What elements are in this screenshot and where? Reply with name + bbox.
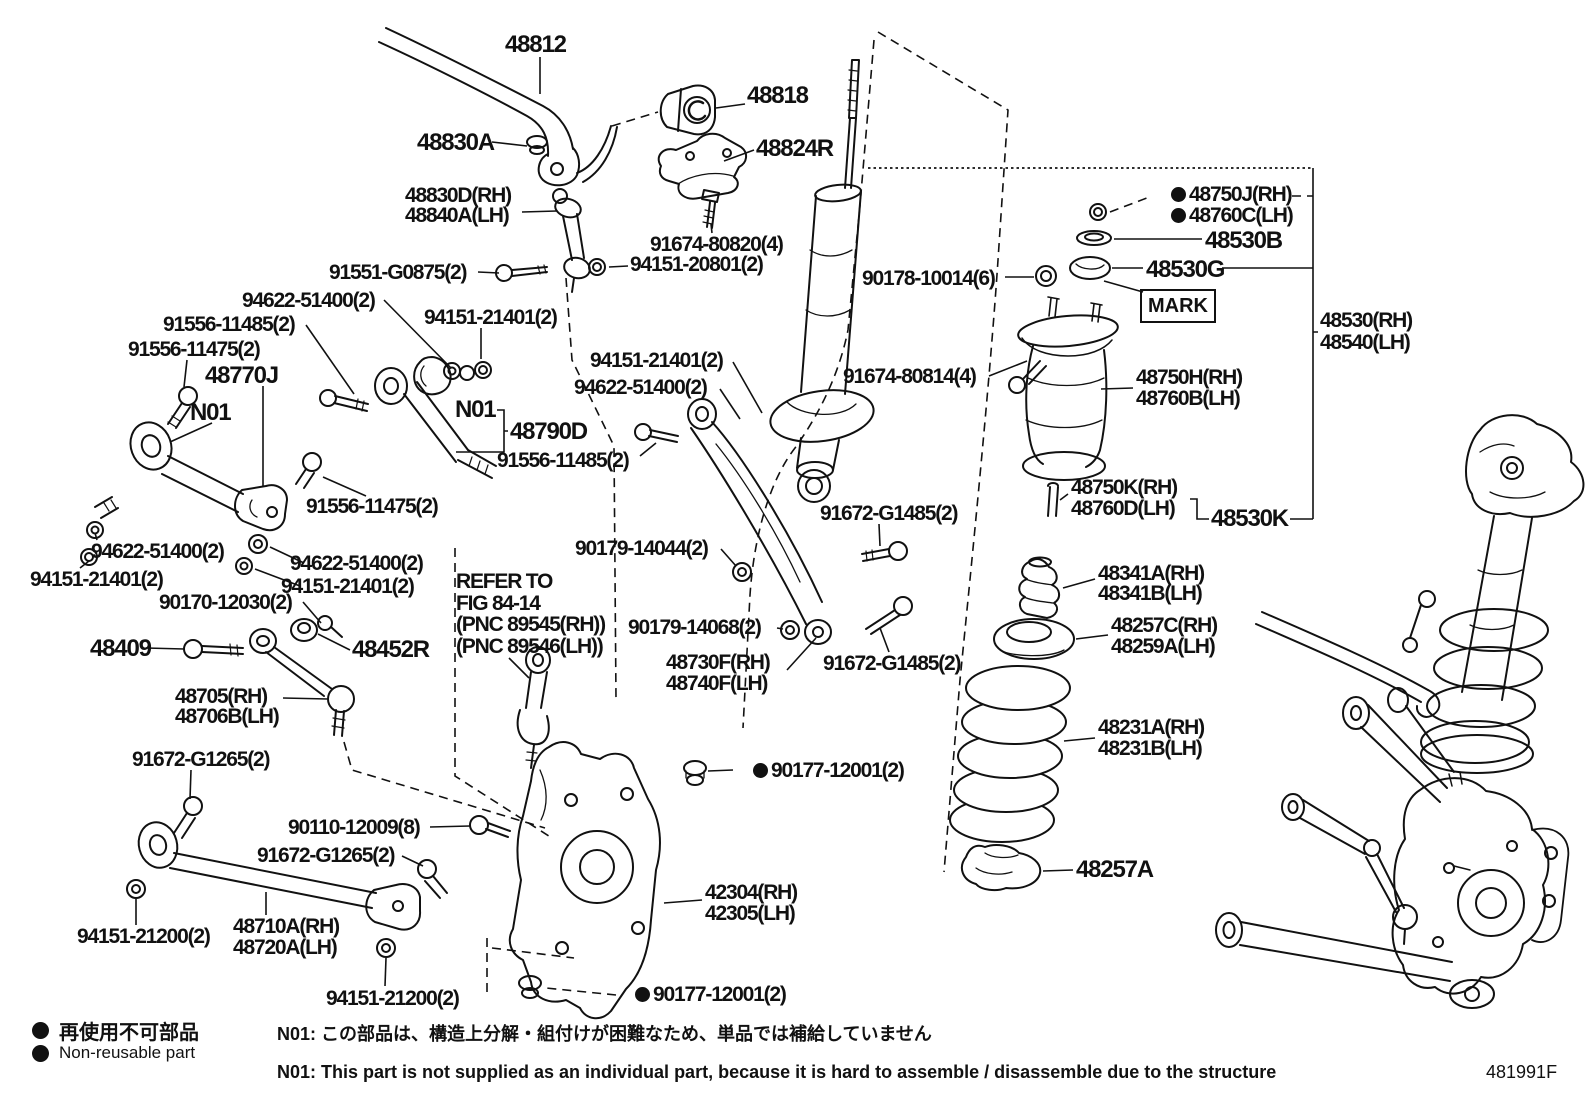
part-label: 48824R [756, 135, 834, 162]
part-label: 94622-51400(2) [91, 540, 225, 563]
part-label: 48730F(RH) [666, 651, 771, 674]
part-label: 42304(RH) [705, 881, 798, 904]
part-label: 48452R [352, 636, 430, 663]
note-n01-en: N01: This part is not supplied as an ind… [277, 1062, 1277, 1082]
part-label: REFER TO [456, 570, 553, 593]
part-label: 90177-12001(2) [635, 984, 787, 1005]
part-label: 48706B(LH) [175, 705, 280, 728]
part-label: N01 [455, 396, 497, 423]
part-label: 91674-80820(4) [650, 233, 784, 256]
part-label: 94151-20801(2) [630, 253, 764, 276]
part-label: 91556-11475(2) [306, 495, 439, 518]
part-label: 48818 [747, 82, 809, 109]
part-label: 90178-10014(6) [862, 267, 996, 290]
non-reusable-dot-icon [1171, 187, 1186, 202]
note-n01-jp: N01: この部品は、構造上分解・組付けが困難なため、単品では補給していません [277, 1024, 932, 1044]
part-label: 94151-21401(2) [281, 575, 415, 598]
non-reusable-dot-icon [32, 1022, 49, 1039]
part-label: 48530B [1205, 227, 1283, 254]
part-label: 48770J [205, 362, 279, 389]
part-label: 90110-12009(8) [288, 816, 421, 839]
part-label: N01 [190, 399, 232, 426]
part-label: 94151-21200(2) [326, 987, 460, 1010]
part-label: 91672-G1485(2) [820, 502, 959, 525]
mark-box: MARK [1140, 289, 1216, 323]
part-label: 48790D [510, 418, 588, 445]
part-label: 90177-12001(2) [753, 760, 905, 781]
part-label: 48760C(LH) [1171, 205, 1294, 226]
part-label: 48341B(LH) [1098, 582, 1203, 605]
part-label: 48409 [90, 635, 152, 662]
part-label: 48830A [417, 129, 495, 156]
part-label: (PNC 89546(LH)) [456, 635, 604, 658]
legend-en-text: Non-reusable part [59, 1043, 196, 1062]
part-label: 48760B(LH) [1136, 387, 1241, 410]
part-label: 48830D(RH) [405, 184, 512, 207]
part-label: 48705(RH) [175, 685, 268, 708]
part-label: 91674-80814(4) [843, 365, 977, 388]
part-label: 90170-12030(2) [159, 591, 293, 614]
part-label: 48740F(LH) [666, 672, 768, 695]
part-label: 91672-G1265(2) [132, 748, 271, 771]
part-label: 48812 [505, 31, 567, 58]
part-label: 48530(RH) [1320, 309, 1413, 332]
non-reusable-dot-icon [635, 987, 650, 1002]
legend-non-reusable-jp: 再使用不可部品 [32, 1016, 199, 1045]
part-label: 48720A(LH) [233, 936, 338, 959]
part-label: 48257A [1076, 856, 1154, 883]
part-label: 48530G [1146, 256, 1225, 283]
legend-non-reusable-en: Non-reusable part [32, 1043, 195, 1063]
part-label: 91551-G0875(2) [329, 261, 468, 284]
part-label: 94151-21200(2) [77, 925, 211, 948]
part-label: 91556-11485(2) [163, 313, 296, 336]
part-label: 48341A(RH) [1098, 562, 1205, 585]
non-reusable-dot-icon [32, 1044, 49, 1062]
part-label: 48259A(LH) [1111, 635, 1216, 658]
legend-jp-text: 再使用不可部品 [59, 1022, 199, 1044]
non-reusable-dot-icon [753, 763, 768, 778]
part-label: 91672-G1485(2) [823, 652, 962, 675]
part-label: 48231B(LH) [1098, 737, 1203, 760]
part-label: 48750J(RH) [1171, 184, 1293, 205]
part-label: 48540(LH) [1320, 331, 1411, 354]
part-label: 48750K(RH) [1071, 476, 1178, 499]
part-label: 91556-11475(2) [128, 338, 261, 361]
part-label: (PNC 89545(RH)) [456, 613, 606, 636]
part-label: 94151-21401(2) [30, 568, 164, 591]
part-label: 48760D(LH) [1071, 497, 1176, 520]
part-label: 48530K [1211, 505, 1289, 532]
part-label: 94151-21401(2) [590, 349, 724, 372]
part-label: 91556-11485(2) [497, 449, 630, 472]
part-label: 42305(LH) [705, 902, 796, 925]
part-label: 48257C(RH) [1111, 614, 1218, 637]
part-label: 48750H(RH) [1136, 366, 1243, 389]
part-label: 90179-14044(2) [575, 537, 709, 560]
figure-code: 481991F [1486, 1062, 1558, 1082]
part-label: 94622-51400(2) [574, 376, 708, 399]
non-reusable-dot-icon [1171, 208, 1186, 223]
part-label: 91672-G1265(2) [257, 844, 396, 867]
part-label: 48231A(RH) [1098, 716, 1205, 739]
part-label: 94622-51400(2) [290, 552, 424, 575]
part-label: 94622-51400(2) [242, 289, 376, 312]
part-label: 48710A(RH) [233, 915, 340, 938]
part-label: 90179-14068(2) [628, 616, 762, 639]
part-label: FIG 84-14 [456, 592, 541, 615]
part-label: 94151-21401(2) [424, 306, 558, 329]
part-label: 48840A(LH) [405, 204, 510, 227]
